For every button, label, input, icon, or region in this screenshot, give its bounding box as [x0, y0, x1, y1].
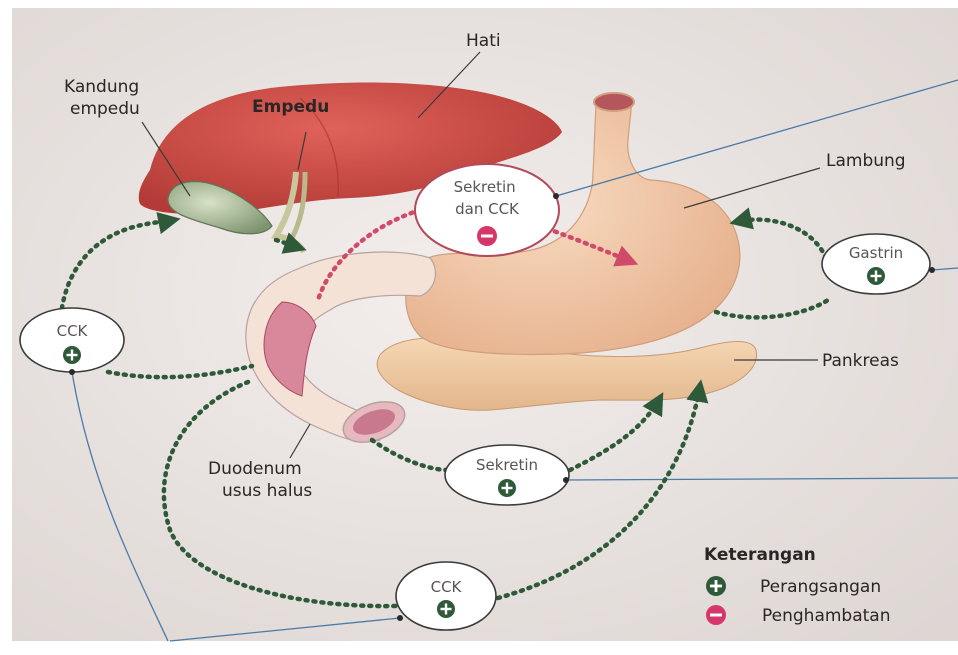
- plus-icon: [867, 267, 885, 285]
- plus-icon: [437, 600, 455, 618]
- label-bile: Empedu: [252, 97, 329, 117]
- hormone-gastrin-label: Gastrin: [849, 244, 903, 262]
- minus-icon: [706, 605, 726, 625]
- label-pancreas: Pankreas: [822, 351, 899, 371]
- minus-icon: [477, 226, 497, 246]
- plus-icon: [706, 576, 726, 596]
- hormone-secretin-node: Sekretin: [445, 445, 569, 505]
- label-liver: Hati: [466, 31, 501, 51]
- esophagus-opening: [594, 93, 634, 111]
- hormone-secretin-cck-node: Sekretin dan CCK: [415, 164, 559, 256]
- plus-icon: [63, 346, 81, 364]
- legend-title: Keterangan: [704, 545, 816, 565]
- hormone-secretin-label: Sekretin: [476, 456, 538, 474]
- plus-icon: [498, 479, 516, 497]
- legend-item-stimulation: Perangsangan: [760, 577, 881, 597]
- label-stomach: Lambung: [826, 151, 906, 171]
- hormone-gastrin-node: Gastrin: [822, 234, 930, 294]
- hormone-cck-left-node: CCK: [20, 308, 124, 372]
- hormone-cck-bottom-node: CCK: [396, 562, 496, 630]
- hormone-cck-bottom-label: CCK: [431, 578, 463, 596]
- legend-item-inhibition: Penghambatan: [762, 606, 891, 626]
- hormone-cck-left-label: CCK: [57, 322, 89, 340]
